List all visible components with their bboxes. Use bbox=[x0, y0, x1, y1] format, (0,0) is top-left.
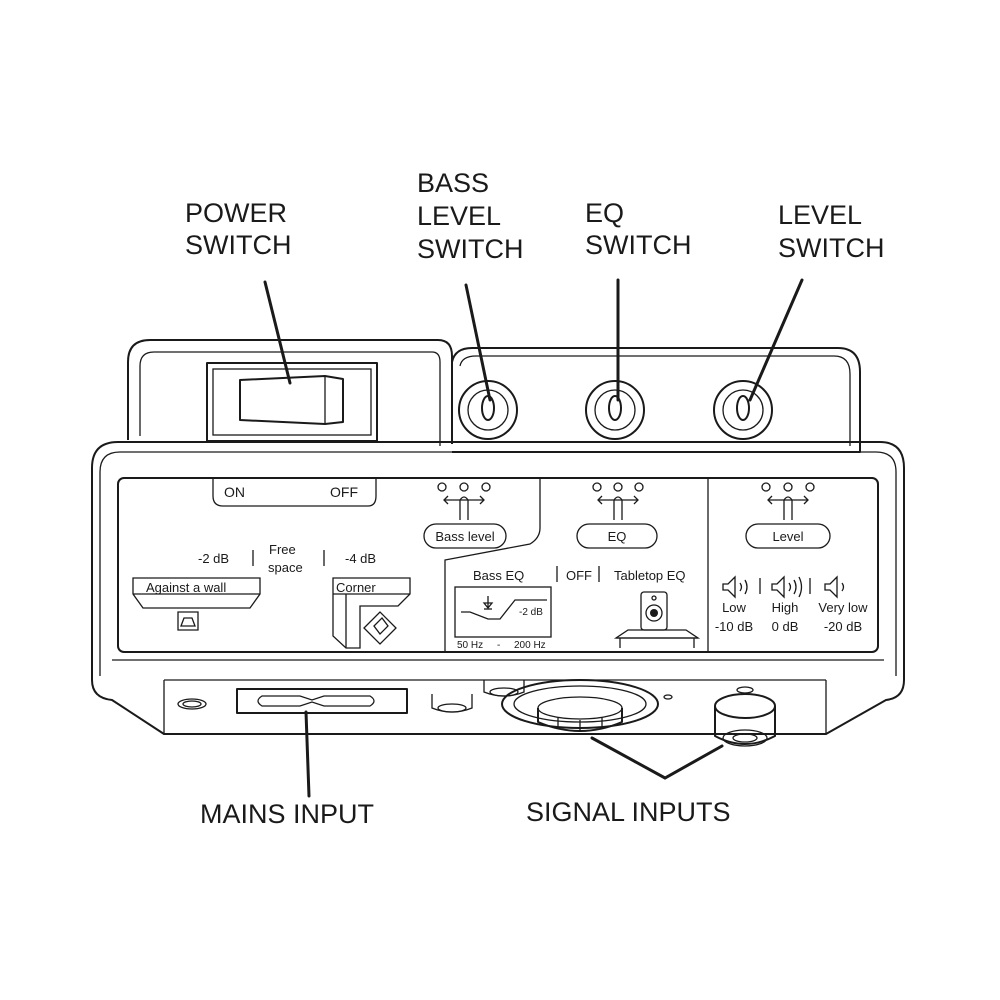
callout-power-line-2: SWITCH bbox=[185, 230, 291, 260]
bass-level-toggle-switch[interactable] bbox=[458, 380, 518, 440]
freq-separator: - bbox=[497, 640, 500, 651]
corner-label: Corner bbox=[336, 580, 376, 595]
callout-bass-level-switch: BASS LEVEL SWITCH bbox=[417, 168, 523, 264]
eq-section-label: EQ bbox=[576, 523, 658, 549]
center-screw-hole bbox=[431, 694, 473, 713]
amplifier-body bbox=[91, 441, 905, 735]
leader-line-power bbox=[263, 280, 292, 385]
power-on-label: ON bbox=[224, 484, 245, 500]
free-space-value-line-2: space bbox=[268, 560, 303, 575]
callout-bass-line-2: LEVEL bbox=[417, 201, 501, 231]
eq-position-glyph bbox=[592, 482, 644, 520]
level-high-name: High bbox=[772, 600, 799, 615]
level-high-value: 0 dB bbox=[772, 619, 799, 634]
leader-line-signal bbox=[590, 736, 724, 780]
callout-eq-line-2: SWITCH bbox=[585, 230, 691, 260]
level-options: Low -10 dB High 0 dB Very low -20 dB bbox=[715, 575, 868, 634]
callout-mains-input: MAINS INPUT bbox=[200, 799, 374, 829]
level-section-label: Level bbox=[745, 523, 831, 549]
against-wall-icon: Against a wall bbox=[132, 577, 261, 631]
rear-screw-hole bbox=[483, 680, 525, 697]
bass-eq-graph: -2 dB bbox=[454, 586, 552, 638]
bass-level-label: Bass level bbox=[435, 529, 494, 544]
switch-housing-right bbox=[451, 347, 861, 453]
callout-bass-line-1: BASS bbox=[417, 168, 489, 198]
rca-signal-input[interactable] bbox=[714, 686, 776, 747]
xlr-signal-input[interactable] bbox=[501, 679, 673, 732]
callout-power-line-1: POWER bbox=[185, 198, 287, 228]
left-screw-hole bbox=[177, 698, 207, 710]
eq-toggle-switch[interactable] bbox=[585, 380, 645, 440]
corner-value: -4 dB bbox=[345, 551, 376, 566]
power-on-off-indicator: ON OFF bbox=[212, 478, 377, 507]
speaker-very-low-icon bbox=[824, 575, 845, 599]
level-low-name: Low bbox=[722, 600, 746, 615]
level-position-glyph bbox=[761, 482, 815, 520]
free-space-value-line-1: Free bbox=[269, 542, 296, 557]
level-low-value: -10 dB bbox=[715, 619, 753, 634]
callout-level-line-1: LEVEL bbox=[778, 200, 862, 230]
level-label: Level bbox=[772, 529, 803, 544]
control-label-plate bbox=[117, 477, 879, 653]
callout-eq-switch: EQ SWITCH bbox=[585, 198, 691, 260]
freq-high-label: 200 Hz bbox=[514, 640, 546, 651]
eq-label: EQ bbox=[608, 529, 627, 544]
leader-line-mains bbox=[304, 710, 311, 798]
bass-level-options: -2 dB Free space -4 dB Against a wall Co… bbox=[132, 542, 411, 649]
against-wall-value: -2 dB bbox=[198, 551, 229, 566]
tabletop-speaker-icon bbox=[613, 591, 701, 648]
speaker-low-icon bbox=[722, 575, 748, 599]
callout-power-switch: POWER SWITCH bbox=[185, 198, 291, 260]
callout-level-line-2: SWITCH bbox=[778, 233, 884, 263]
bass-level-position-glyph bbox=[437, 482, 491, 520]
bass-level-section-label: Bass level bbox=[423, 523, 507, 549]
callout-level-switch: LEVEL SWITCH bbox=[778, 200, 884, 263]
power-off-label: OFF bbox=[330, 484, 358, 500]
rocker-power-switch[interactable] bbox=[206, 362, 378, 442]
callout-signal-inputs: SIGNAL INPUTS bbox=[526, 797, 731, 827]
mains-input-socket[interactable] bbox=[236, 688, 408, 714]
bass-eq-graph-value: -2 dB bbox=[519, 607, 543, 618]
power-switch-housing bbox=[127, 339, 453, 446]
freq-low-label: 50 Hz bbox=[457, 640, 483, 651]
leader-line-level bbox=[748, 278, 804, 402]
bass-eq-label: Bass EQ bbox=[473, 568, 524, 583]
callout-eq-line-1: EQ bbox=[585, 198, 624, 228]
tabletop-eq-label: Tabletop EQ bbox=[614, 568, 686, 583]
eq-options: Bass EQ OFF Tabletop EQ -2 dB 50 Hz - 20… bbox=[454, 566, 701, 651]
against-wall-label: Against a wall bbox=[146, 580, 226, 595]
callout-bass-line-3: SWITCH bbox=[417, 234, 523, 264]
level-very-low-name: Very low bbox=[818, 600, 868, 615]
speaker-high-icon bbox=[771, 575, 803, 599]
level-toggle-switch[interactable] bbox=[713, 380, 773, 440]
corner-icon: Corner bbox=[332, 577, 411, 649]
level-very-low-value: -20 dB bbox=[824, 619, 862, 634]
eq-off-label: OFF bbox=[566, 568, 592, 583]
